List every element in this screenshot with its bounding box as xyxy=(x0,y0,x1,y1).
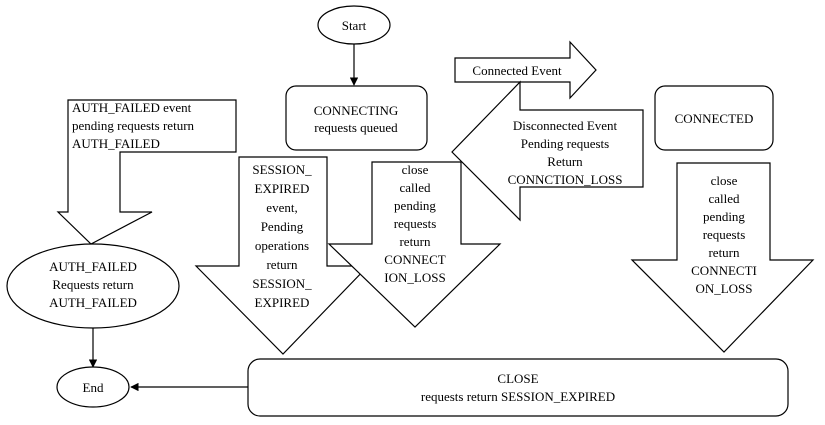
auth-failed-title: AUTH_FAILED xyxy=(49,259,137,274)
connected-title: CONNECTED xyxy=(675,111,754,126)
connected-event-arrow: Connected Event xyxy=(454,40,597,100)
session-expired-label-4: Pending xyxy=(261,219,304,234)
session-expired-label-7: SESSION_ xyxy=(252,276,312,291)
auth-failed-node: AUTH_FAILED Requests return AUTH_FAILED xyxy=(6,243,180,329)
auth-failed-event-label-1: AUTH_FAILED event xyxy=(72,100,192,115)
close-from-connected-arrow: close called pending requests return CON… xyxy=(630,162,815,353)
session-expired-label-8: EXPIRED xyxy=(255,295,310,310)
connecting-title: CONNECTING xyxy=(314,103,399,118)
session-expired-label-2: EXPIRED xyxy=(255,181,310,196)
disconnected-event-label-2: Pending requests xyxy=(521,136,609,151)
auth-failed-event-label-3: AUTH_FAILED xyxy=(72,136,160,151)
start-node: Start xyxy=(317,5,391,45)
connecting-node: CONNECTING requests queued xyxy=(285,85,428,151)
close-connected-label-6: CONNECTI xyxy=(691,263,757,278)
close-title: CLOSE xyxy=(497,371,538,386)
session-expired-event-arrow: SESSION_ EXPIRED event, Pending operatio… xyxy=(194,156,370,355)
close-connecting-label-6: CONNECT xyxy=(384,252,445,267)
close-connected-label-5: return xyxy=(708,245,740,260)
disconnected-event-label-4: CONNCTION_LOSS xyxy=(508,172,623,187)
close-node: CLOSE requests return SESSION_EXPIRED xyxy=(247,358,789,417)
disconnected-event-arrow: Disconnected Event Pending requests Retu… xyxy=(451,80,644,222)
close-connected-label-2: called xyxy=(708,191,740,206)
disconnected-event-label-3: Return xyxy=(547,154,583,169)
auth-failed-event-arrow: AUTH_FAILED event pending requests retur… xyxy=(56,99,237,245)
session-expired-label-3: event, xyxy=(266,200,297,215)
auth-failed-line-2: Requests return xyxy=(52,277,134,292)
close-connected-label-1: close xyxy=(711,173,738,188)
close-connected-label-4: requests xyxy=(703,227,746,242)
end-label: End xyxy=(83,380,104,395)
end-node: End xyxy=(56,366,130,408)
close-connected-label-7: ON_LOSS xyxy=(695,281,752,296)
close-connecting-label-7: ION_LOSS xyxy=(384,270,445,285)
close-connecting-label-1: close xyxy=(402,162,429,177)
close-connecting-label-4: requests xyxy=(394,216,437,231)
session-expired-label-1: SESSION_ xyxy=(252,162,312,177)
connected-node: CONNECTED xyxy=(654,85,774,151)
close-subtitle: requests return SESSION_EXPIRED xyxy=(421,389,615,404)
disconnected-event-label-1: Disconnected Event xyxy=(513,118,618,133)
auth-failed-event-label-2: pending requests return xyxy=(72,118,195,133)
connecting-subtitle: requests queued xyxy=(314,120,398,135)
close-connecting-label-2: called xyxy=(399,180,431,195)
session-expired-label-5: operations xyxy=(255,238,309,253)
close-connecting-label-5: return xyxy=(399,234,431,249)
close-connected-label-3: pending xyxy=(703,209,745,224)
close-from-connecting-arrow: close called pending requests return CON… xyxy=(327,161,502,328)
start-label: Start xyxy=(342,18,367,33)
auth-failed-line-3: AUTH_FAILED xyxy=(49,295,137,310)
connected-event-label: Connected Event xyxy=(472,63,562,78)
close-connecting-label-3: pending xyxy=(394,198,436,213)
session-expired-label-6: return xyxy=(266,257,298,272)
